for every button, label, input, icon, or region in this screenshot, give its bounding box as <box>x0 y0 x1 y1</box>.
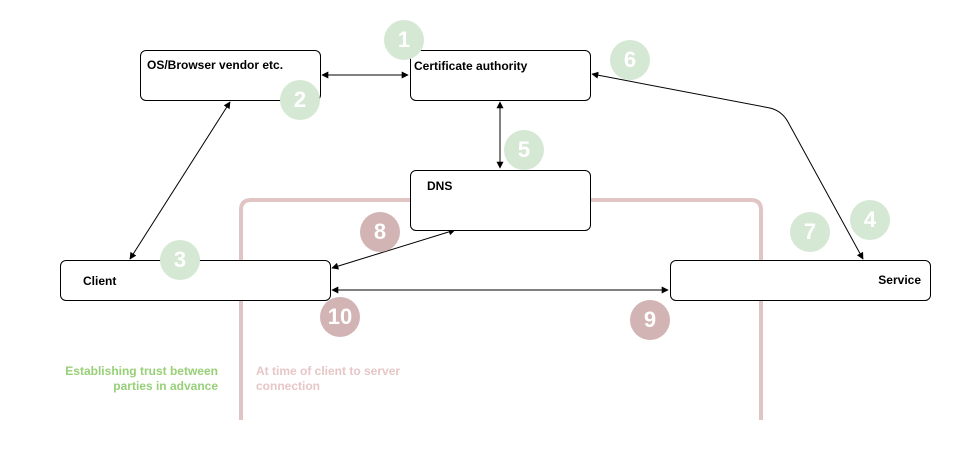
certificate-authority-node: Certificate authority <box>410 50 591 101</box>
client-node: Client <box>60 260 331 301</box>
service-node: Service <box>670 260 931 301</box>
certificate-authority-label: Certificate authority <box>414 59 528 73</box>
caption-connection-line-1: At time of client to server <box>256 364 401 378</box>
vendor-node-label: OS/Browser vendor etc. <box>147 58 284 72</box>
step-badge-8: 8 <box>360 212 400 252</box>
edge-ca-service <box>591 71 864 260</box>
step-badge-1: 1 <box>384 20 424 60</box>
caption-connection-line-2: connection <box>256 379 321 393</box>
service-node-label: Service <box>878 273 921 287</box>
step-badge-5: 5 <box>504 130 544 170</box>
dns-node: DNS <box>410 170 591 231</box>
step-badge-10: 10 <box>320 297 360 337</box>
caption-advance-trust: Establishing trust between parties in ad… <box>60 364 218 394</box>
caption-advance-line-1: Establishing trust between <box>65 364 218 378</box>
step-badge-3: 3 <box>160 240 200 280</box>
step-badge-6: 6 <box>610 40 650 80</box>
client-node-label: Client <box>83 274 117 288</box>
edge-vendor-client <box>129 101 231 260</box>
dns-node-label: DNS <box>427 179 453 193</box>
caption-connection-time: At time of client to server connection <box>256 364 456 394</box>
edge-client-dns <box>331 228 456 270</box>
step-badge-4: 4 <box>850 200 890 240</box>
step-badge-7: 7 <box>790 212 830 252</box>
step-badge-2: 2 <box>280 80 320 120</box>
caption-advance-line-2: parties in advance <box>113 379 218 393</box>
step-badge-9: 9 <box>630 300 670 340</box>
